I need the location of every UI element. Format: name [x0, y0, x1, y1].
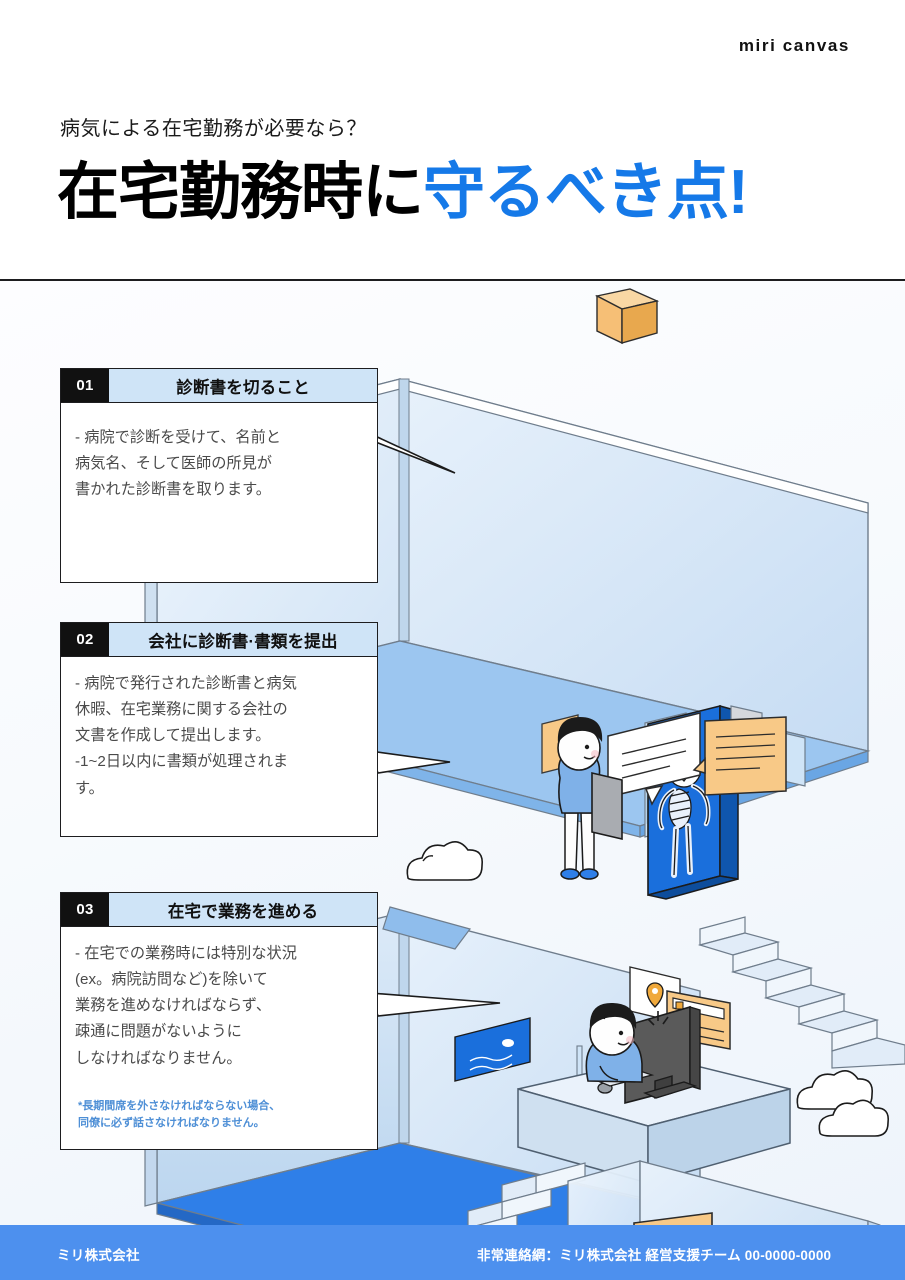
- step-card-1-number: 01: [61, 369, 109, 402]
- wall-screen-blue: [454, 1017, 583, 1092]
- page-footer: ミリ株式会社 非常連絡網：ミリ株式会社 経営支援チーム 00-0000-0000: [0, 1225, 905, 1280]
- staircase-upper: [697, 916, 905, 1069]
- person-seated-office: [585, 1002, 643, 1083]
- step-card-3-note: *長期間席を外さなければならない場合、 同僚に必ず話さなければなりません。: [78, 1099, 281, 1130]
- document-orange-bedroom: [633, 1212, 713, 1225]
- step-card-3-title: 在宅で業務を進める: [109, 893, 377, 926]
- step-card-2-header: 02 会社に診断書·書類を提出: [61, 623, 377, 657]
- staircase-lower: [467, 1162, 586, 1225]
- footer-contact: 非常連絡網：ミリ株式会社 経営支援チーム 00-0000-0000: [477, 1248, 832, 1263]
- footer-company: ミリ株式会社: [57, 1248, 140, 1263]
- cloud-icon-3: [818, 1099, 890, 1137]
- step-card-2[interactable]: 02 会社に診断書·書類を提出 - 病院で発行された診断書と病気 休暇、在宅業務…: [60, 622, 378, 837]
- step-card-1[interactable]: 01 診断書を切ること - 病院で診断を受けて、名前と 病気名、そして医師の所見…: [60, 368, 378, 583]
- callout-pointers: [359, 428, 501, 1017]
- step-card-2-body: - 病院で発行された診断書と病気 休暇、在宅業務に関する会社の 文書を作成して提…: [75, 675, 297, 797]
- header-kicker: 病気による在宅勤務が必要なら？: [60, 118, 367, 140]
- spark-icon: [647, 1011, 669, 1026]
- step-card-1-title: 診断書を切ること: [109, 369, 377, 402]
- step-card-1-body: - 病院で診断を受けて、名前と 病気名、そして医師の所見が 書かれた診断書を取り…: [75, 429, 281, 499]
- step-card-2-number: 02: [61, 623, 109, 656]
- page-title-black: 在宅勤務時に: [57, 158, 424, 227]
- document-orange-right: [692, 716, 787, 796]
- cloud-icon-1: [406, 841, 484, 881]
- page-title-blue: 守るべき点!: [423, 158, 749, 227]
- roof-box-icon: [594, 288, 660, 345]
- header-divider: [0, 279, 905, 281]
- brand-logo: miri canvas: [738, 36, 850, 55]
- page-title: 在宅勤務時に守るべき点!: [57, 158, 749, 227]
- step-card-3[interactable]: 03 在宅で業務を進める - 在宅での業務時には特別な状況 (ex。病院訪問など…: [60, 892, 378, 1150]
- step-card-3-header: 03 在宅で業務を進める: [61, 893, 377, 927]
- illustration-floor-home: [467, 1160, 881, 1225]
- cloud-icon-2: [796, 1070, 874, 1110]
- step-card-2-title: 会社に診断書·書類を提出: [109, 623, 377, 656]
- step-card-3-number: 03: [61, 893, 109, 926]
- step-card-3-body: - 在宅での業務時には特別な状況 (ex。病院訪問など)を除いて 業務を進めなけ…: [75, 945, 297, 1067]
- person-standing-hospital: [557, 717, 623, 880]
- step-card-1-header: 01 診断書を切ること: [61, 369, 377, 403]
